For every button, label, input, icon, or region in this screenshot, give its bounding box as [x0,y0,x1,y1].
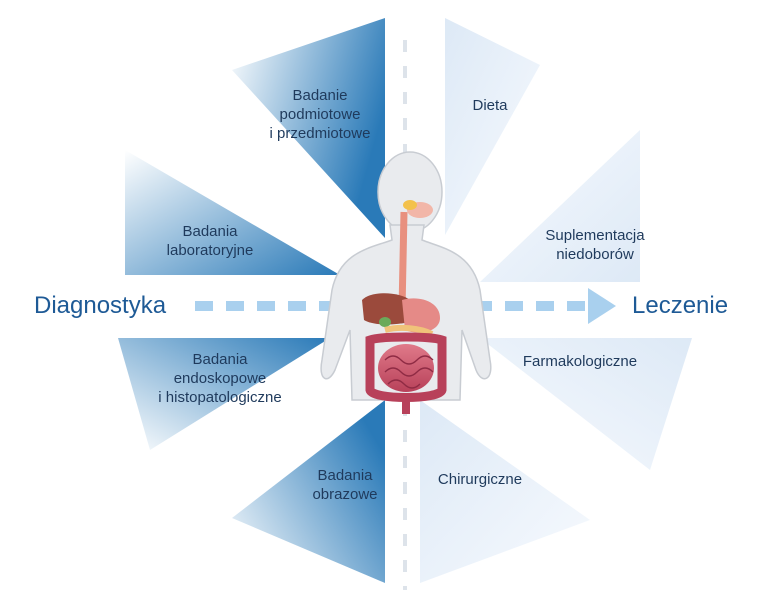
wedge-farmakologiczne [480,338,692,470]
wedge-suplementacja [480,130,640,282]
wedge-badania-obrazowe [232,400,385,583]
wedge-badania-endoskopowe [118,338,330,450]
wedge-dieta [445,18,540,235]
diagnosis-wedges [118,18,385,583]
heading-diagnostyka: Diagnostyka [34,292,167,319]
treatment-wedges [420,18,692,583]
human-digestive-system-icon [320,151,492,414]
label-badanie-podmiotowe: Badanie podmiotowe i przedmiotowe [269,87,371,142]
label-dieta: Dieta [472,97,508,114]
label-badania-endoskopowe: Badania endoskopowe i histopatologiczne [158,351,282,406]
label-farmakologiczne: Farmakologiczne [522,353,638,370]
label-badania-obrazowe: Badania obrazowe [312,467,378,503]
wedge-chirurgiczne [420,400,590,583]
label-chirurgiczne: Chirurgiczne [437,471,523,488]
label-suplementacja: Suplementacja niedoborów [545,227,645,263]
wedge-badanie-podmiotowe [232,18,385,238]
wedge-badania-laboratoryjne [125,150,340,275]
label-badania-laboratoryjne: Badania laboratoryjne [166,223,254,259]
heading-leczenie: Leczenie [632,292,729,319]
